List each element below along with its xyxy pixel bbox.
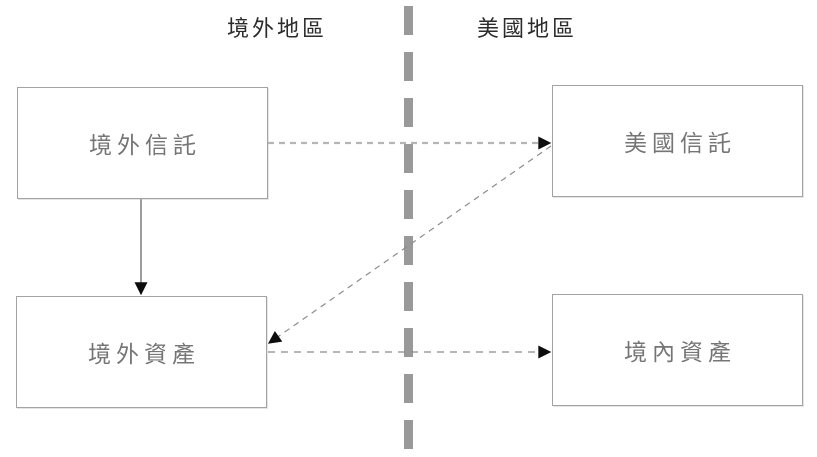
node-us-trust-label: 美國信託 bbox=[624, 130, 736, 156]
region-label-offshore: 境外地區 bbox=[226, 16, 327, 41]
node-domestic-assets-label: 境內資產 bbox=[624, 339, 736, 365]
edge-us-trust-to-offshore-assets bbox=[267, 145, 552, 344]
node-offshore-assets: 境外資產 bbox=[16, 296, 267, 408]
node-domestic-assets: 境內資產 bbox=[552, 294, 803, 406]
node-offshore-assets-label: 境外資產 bbox=[88, 341, 200, 367]
node-offshore-trust: 境外信託 bbox=[17, 87, 268, 199]
node-offshore-trust-label: 境外信託 bbox=[89, 132, 201, 158]
node-us-trust: 美國信託 bbox=[552, 85, 803, 197]
region-label-us: 美國地區 bbox=[476, 16, 577, 41]
